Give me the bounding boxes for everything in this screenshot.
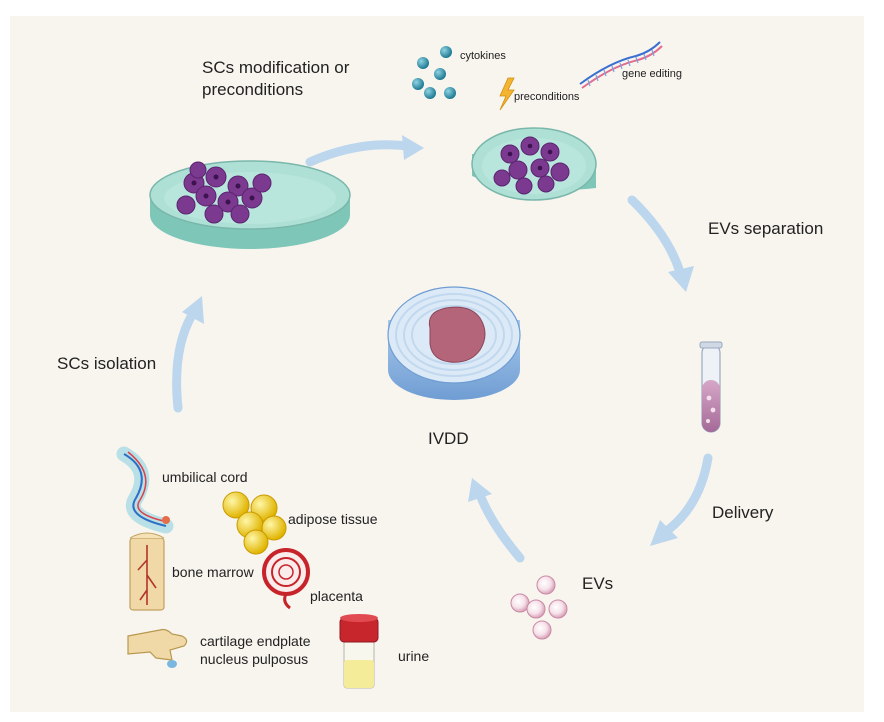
source-label-cartilage-endplate: cartilage endplate: [200, 633, 311, 649]
arrow-to-modified-dish: [305, 135, 424, 167]
cytokines-label: cytokines: [460, 50, 506, 62]
sc-isolation-label: SCs isolation: [57, 354, 157, 373]
source-label-placenta: placenta: [310, 588, 363, 604]
gene-editing-label: gene editing: [622, 68, 682, 80]
ivdd-label: IVDD: [428, 429, 469, 448]
delivery-label: Delivery: [712, 503, 774, 522]
sc-modification-title-line2: preconditions: [202, 80, 304, 99]
source-label-umbilical-cord: umbilical cord: [162, 469, 248, 485]
culture-dish-icon: [149, 160, 351, 249]
lightning-icon: [499, 77, 515, 111]
preconditions-label: preconditions: [514, 91, 580, 103]
evs-separation-label: EVs separation: [708, 219, 824, 238]
arrow-delivery: [650, 453, 713, 546]
intervertebral-disc-icon: [387, 286, 521, 400]
source-label-bone-marrow: bone marrow: [172, 564, 254, 580]
cytokine-dots-icon: [412, 46, 456, 99]
adipose-tissue-icon: [222, 491, 287, 555]
placenta-icon: [262, 548, 310, 610]
source-label-urine: urine: [398, 648, 430, 664]
umbilical-cord-icon: [116, 446, 174, 534]
arrow-isolation: [172, 296, 204, 413]
vertebra-icon: [127, 628, 188, 668]
evs-label: EVs: [582, 574, 614, 593]
urine-tube-icon: [339, 614, 379, 689]
source-label-adipose-tissue: adipose tissue: [288, 511, 378, 527]
arrow-to-ev-tube: [627, 195, 694, 292]
sc-modification-title-line1: SCs modification or: [202, 58, 350, 77]
ev-particles-icon: [510, 575, 568, 640]
dna-strand-icon: [579, 41, 663, 89]
arrow-to-ivdd: [468, 478, 525, 563]
ev-test-tube-icon: [699, 341, 723, 433]
source-label-nucleus-pulposus: nucleus pulposus: [200, 651, 309, 667]
bone-marrow-icon: [129, 532, 165, 611]
modified-culture-dish-icon: [471, 127, 597, 201]
